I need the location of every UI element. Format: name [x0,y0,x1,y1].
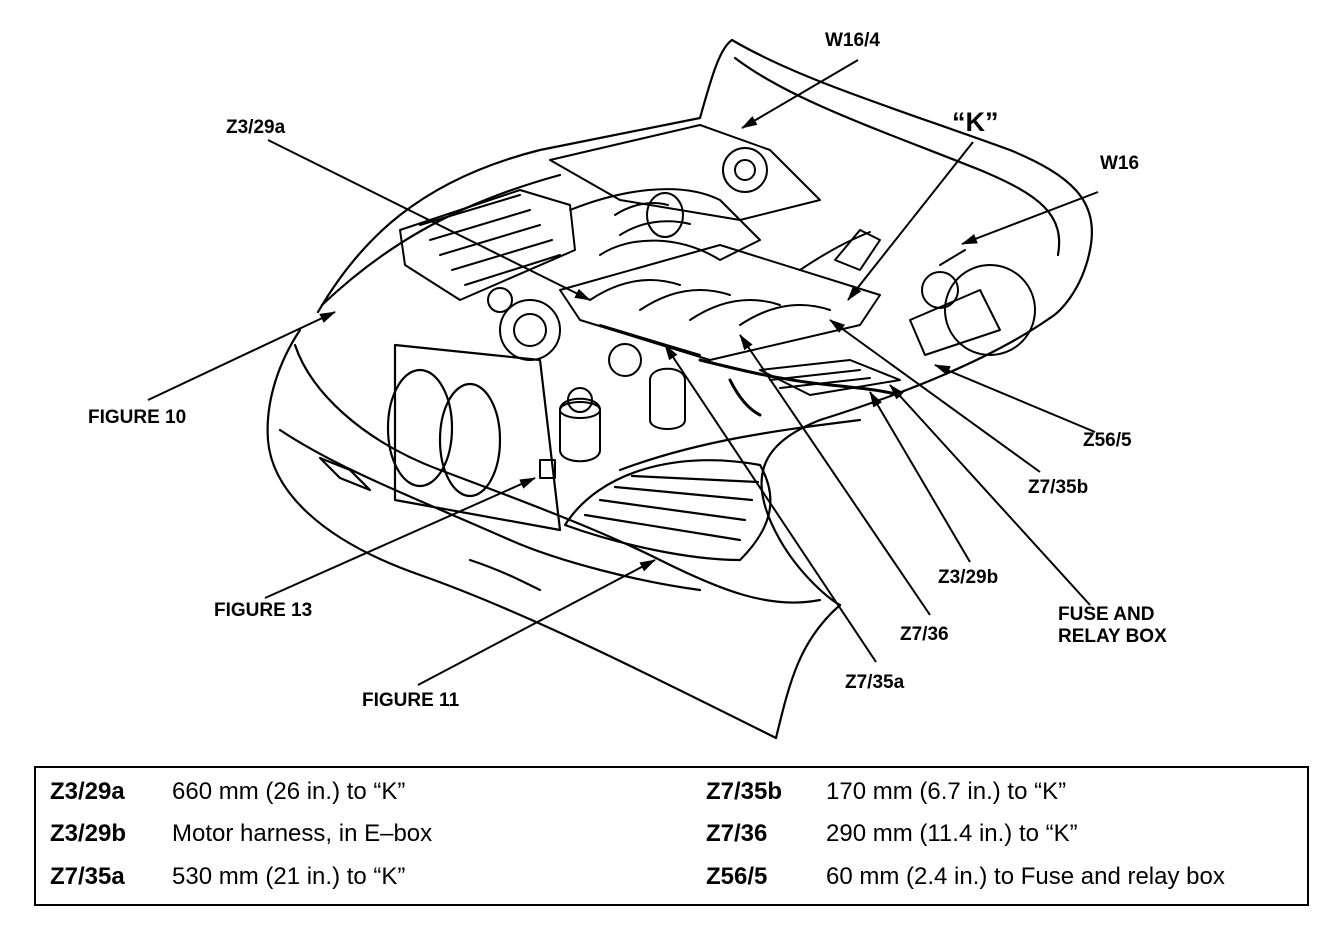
legend-desc: 60 mm (2.4 in.) to Fuse and relay box [826,863,1225,890]
legend-code: Z7/35a [50,863,125,890]
label-z56-5: Z56/5 [1083,430,1132,451]
label-z7-36: Z7/36 [900,624,949,645]
legend-code: Z7/36 [706,820,768,847]
legend-code: Z3/29a [50,778,125,805]
leader-k [847,141,974,301]
label-w16-4: W16/4 [825,30,880,51]
legend-desc: 660 mm (26 in.) to “K” [172,778,406,805]
label-figure-11: FIGURE 11 [362,690,460,711]
leader-z3-29b [869,391,971,563]
legend-table: Z3/29a 660 mm (26 in.) to “K” Z3/29b Mot… [34,766,1309,906]
label-k: “K” [952,107,999,137]
label-z3-29a: Z3/29a [226,117,286,138]
legend-code: Z3/29b [50,820,127,847]
leader-z7-35a [664,344,877,663]
leader-fuse-relay [889,384,1091,606]
legend-desc: Motor harness, in E–box [172,820,433,847]
label-figure-10: FIGURE 10 [88,407,187,428]
leader-z56-5 [934,364,1096,433]
legend-code: Z56/5 [706,863,768,890]
leader-figure-11 [417,559,656,686]
leader-z7-35b [829,319,1041,473]
legend-desc: 170 mm (6.7 in.) to “K” [826,778,1067,805]
label-z7-35a: Z7/35a [845,672,905,693]
engine-compartment-diagram [147,38,1099,740]
leader-lines [147,59,1099,686]
label-z3-29b: Z3/29b [938,567,999,588]
leader-w16-4 [741,59,859,129]
engine-components [399,124,1036,479]
label-z7-35b: Z7/35b [1028,477,1089,498]
leader-figure-13 [264,477,536,599]
label-fuse-relay-box: FUSE AND RELAY BOX [1058,604,1167,647]
leader-z3-29a [267,139,591,301]
vehicle-outline [266,38,1093,740]
leader-w16 [961,191,1099,245]
legend-code: Z7/35b [706,778,783,805]
leader-figure-10 [147,311,336,401]
legend-desc: 290 mm (11.4 in.) to “K” [826,820,1078,847]
label-figure-13: FIGURE 13 [214,600,313,621]
leader-z7-36 [739,334,931,616]
label-w16: W16 [1100,153,1140,174]
legend-desc: 530 mm (21 in.) to “K” [172,863,406,890]
